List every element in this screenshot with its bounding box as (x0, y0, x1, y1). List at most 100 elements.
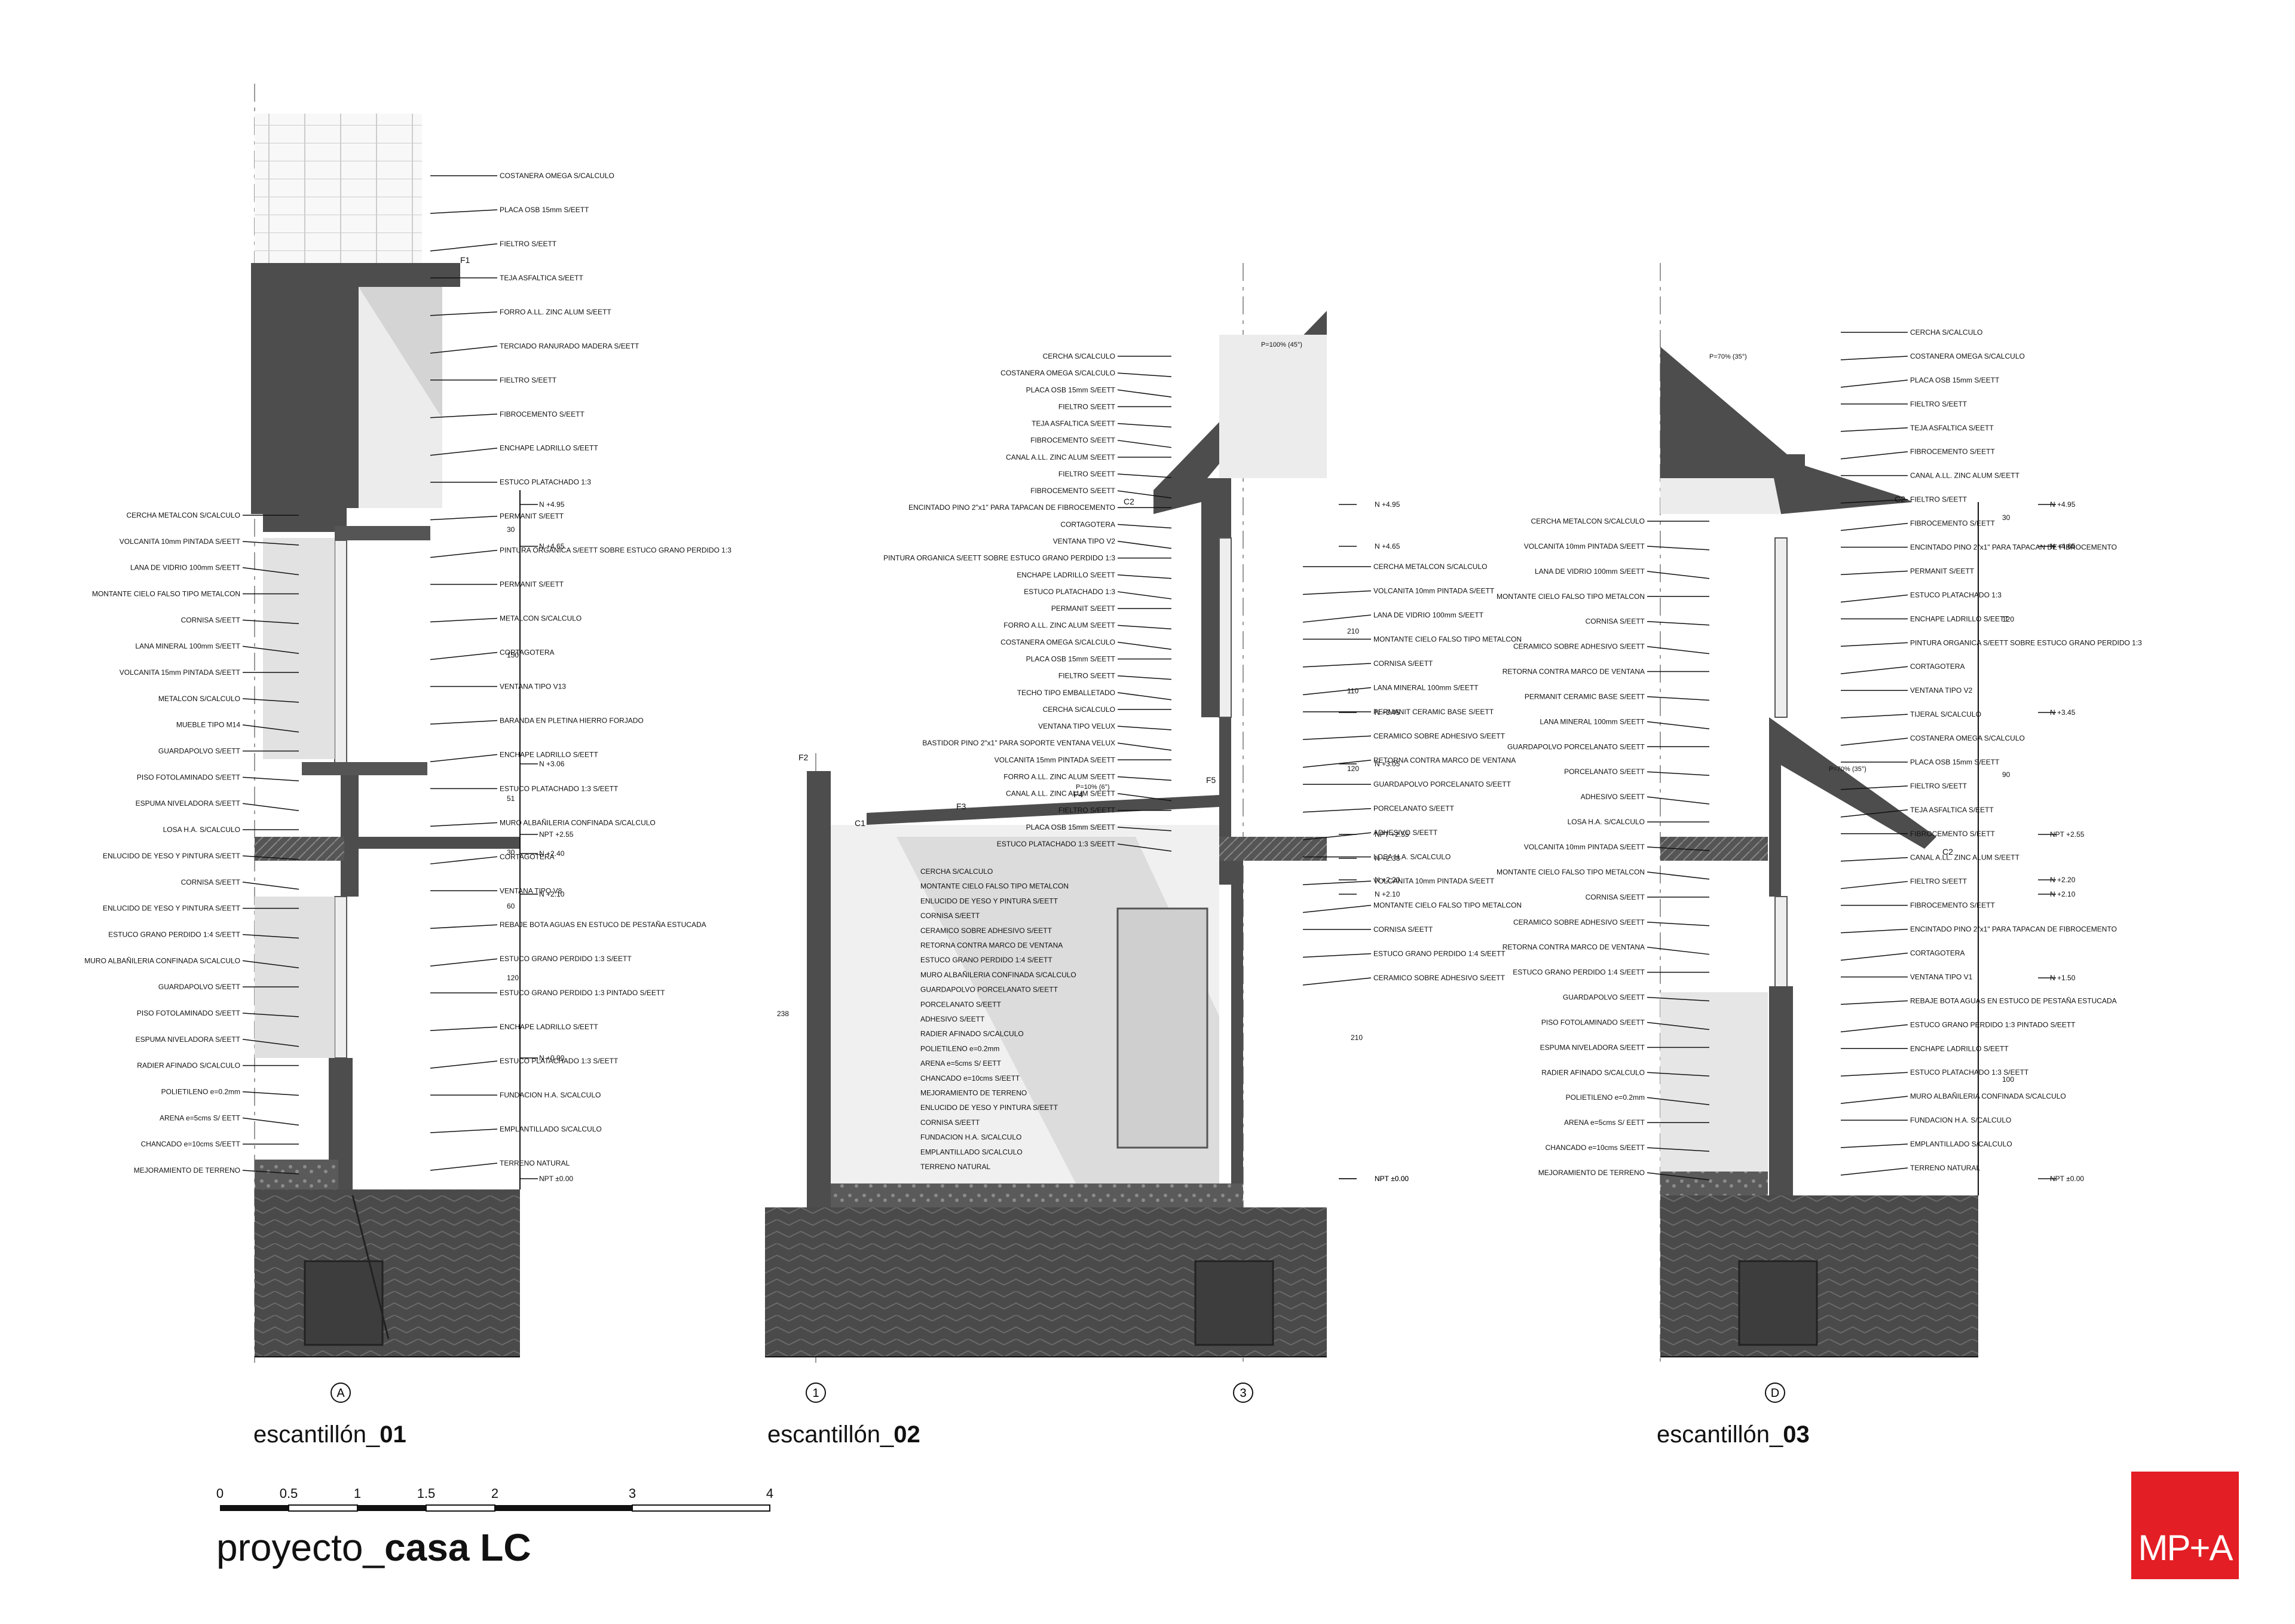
callout-leader (242, 646, 299, 654)
callout-leader (1117, 524, 1172, 529)
callout-label: ENCHAPE LADRILLO S/EETT (1910, 1044, 2009, 1053)
section-title-number: 02 (893, 1421, 920, 1448)
dimension-label: 120 (2002, 615, 2014, 623)
axis-a: A (336, 1387, 345, 1400)
callout-label: PLACA OSB 15mm S/EETT (1026, 655, 1116, 663)
detail-tag: F2 (798, 753, 809, 762)
project-title-prefix: proyecto_ (216, 1526, 385, 1569)
callout-leader (1117, 372, 1172, 377)
callout-leader (242, 541, 299, 546)
callout-label: ESTUCO GRANO PERDIDO 1:3 S/EETT (500, 955, 632, 963)
callout-leader (1840, 666, 1908, 674)
callout-label: FIBROCEMENTO S/EETT (1030, 436, 1115, 445)
callout-label: MURO ALBAÑILERIA CONFINADA S/CALCULO (920, 971, 1076, 979)
callout-label: CORNISA S/EETT (920, 912, 980, 920)
section-title-01: escantillón_01 (253, 1421, 406, 1448)
detail-tag: C2 (1124, 497, 1134, 506)
callout-label: VENTANA TIPO V2 (1910, 686, 1973, 695)
callout-leader (1647, 546, 1710, 550)
callout-label: FIELTRO S/EETT (1058, 806, 1116, 815)
callout-leader (430, 617, 498, 623)
callout-label: LANA MINERAL 100mm S/EETT (1373, 683, 1479, 692)
callout-label: FORRO A.LL. ZINC ALUM S/EETT (1003, 621, 1115, 629)
callout-leader (430, 924, 498, 929)
callout-label: MEJORAMIENTO DE TERRENO (1538, 1169, 1645, 1177)
dimension-label: 210 (1347, 627, 1359, 635)
slope-label: P=70% (35°) (1709, 353, 1747, 360)
callout-leader (1302, 953, 1372, 958)
scale-tick-label: 0 (216, 1486, 224, 1501)
callout-label: GUARDAPOLVO S/EETT (158, 983, 241, 991)
callout-label: VOLCANITA 10mm PINTADA S/EETT (120, 537, 241, 546)
callout-label: FIBROCEMENTO S/EETT (1910, 448, 1995, 456)
callout-label: LANA DE VIDRIO 100mm S/EETT (130, 564, 241, 572)
callout-leader (1647, 620, 1710, 626)
dimension-label: 120 (1347, 764, 1359, 773)
dimension-label: 238 (777, 1010, 789, 1018)
callout-label: TEJA ASFALTICA S/EETT (1910, 806, 1994, 814)
callout-label: GUARDAPOLVO PORCELANATO S/EETT (920, 986, 1058, 994)
callout-label: CORNISA S/EETT (1586, 617, 1645, 626)
scale-tick-label: 4 (766, 1486, 773, 1501)
callout-leader (1647, 1172, 1710, 1180)
scale-bar (220, 1504, 770, 1512)
studio-logo: MP+A (2131, 1472, 2239, 1579)
callout-label: FIBROCEMENTO S/EETT (1030, 487, 1115, 495)
callout-label: TERRENO NATURAL (920, 1163, 990, 1171)
callout-label: TERRENO NATURAL (1910, 1164, 1980, 1172)
callout-leader (1117, 726, 1172, 730)
callout-label: GUARDAPOLVO S/EETT (158, 747, 241, 756)
callout-label: RETORNA CONTRA MARCO DE VENTANA (1503, 668, 1645, 676)
callout-label: VOLCANITA 10mm PINTADA S/EETT (1524, 542, 1645, 550)
callout-leader (242, 934, 299, 939)
callout-leader (1840, 928, 1908, 934)
callout-label: PERMANIT CERAMIC BASE S/EETT (1525, 692, 1645, 701)
section-title-02: escantillón_02 (767, 1421, 920, 1448)
section-title-prefix: escantillón_ (767, 1421, 894, 1448)
callout-label: REBAJE BOTA AGUAS EN ESTUCO DE PESTAÑA E… (1910, 996, 2117, 1005)
callout-label: PLACA OSB 15mm S/EETT (1026, 386, 1116, 394)
callout-leader (1647, 1072, 1710, 1077)
callout-label: ESPUMA NIVELADORA S/EETT (136, 799, 241, 808)
callout-label: FIBROCEMENTO S/EETT (500, 410, 585, 418)
callout-leader (1840, 594, 1908, 603)
callout-label: COSTANERA OMEGA S/CALCULO (1910, 352, 2025, 360)
callout-label: CORNISA S/EETT (1373, 659, 1433, 668)
callout-label: LOSA H.A. S/CALCULO (163, 825, 240, 834)
callout-leader (1647, 846, 1710, 851)
callout-label: ESTUCO PLATACHADO 1:3 S/EETT (500, 784, 619, 793)
dimension-label: 30 (507, 848, 515, 857)
callout-leader (1647, 946, 1710, 955)
callout-label: PORCELANATO S/EETT (1373, 805, 1455, 813)
callout-leader (242, 1091, 299, 1096)
callout-leader (1840, 642, 1908, 647)
detail-tag: F1 (460, 255, 470, 265)
callout-label: VENTANA TIPO VELUX (1038, 722, 1115, 730)
callout-leader (1302, 687, 1372, 696)
callout-leader (1840, 427, 1908, 432)
callout-label: MUEBLE TIPO M14 (176, 721, 240, 729)
callout-label: PINTURA ORGANICA S/EETT SOBRE ESTUCO GRA… (883, 554, 1115, 562)
level-label: N +4.95 (539, 500, 565, 509)
callout-leader (430, 549, 498, 558)
callout-leader (1840, 1143, 1908, 1148)
callout-leader (1117, 625, 1172, 629)
callout-label: CERCHA S/CALCULO (1043, 352, 1115, 360)
level-label: N +2.10 (2050, 890, 2076, 898)
callout-leader (1840, 522, 1908, 531)
callout-label: PISO FOTOLAMINADO S/EETT (137, 1009, 241, 1017)
callout-label: FORRO A.LL. ZINC ALUM S/EETT (1003, 772, 1115, 781)
callout-label: ENCHAPE LADRILLO S/EETT (1910, 614, 2009, 623)
callout-label: PISO FOTOLAMINADO S/EETT (1541, 1018, 1645, 1026)
callout-label: ARENA e=5cms S/ EETT (160, 1114, 241, 1122)
callout-label: RETORNA CONTRA MARCO DE VENTANA (920, 941, 1063, 950)
level-label: N +4.65 (1375, 542, 1400, 550)
callout-leader (1840, 380, 1908, 388)
callout-leader (1117, 843, 1172, 852)
detail-tag: F4 (1073, 790, 1084, 799)
dimension-label: 150 (507, 651, 519, 659)
callout-label: ESTUCO PLATACHADO 1:3 S/EETT (500, 1057, 619, 1065)
callout-leader (1840, 570, 1908, 576)
callout-leader (242, 698, 299, 703)
